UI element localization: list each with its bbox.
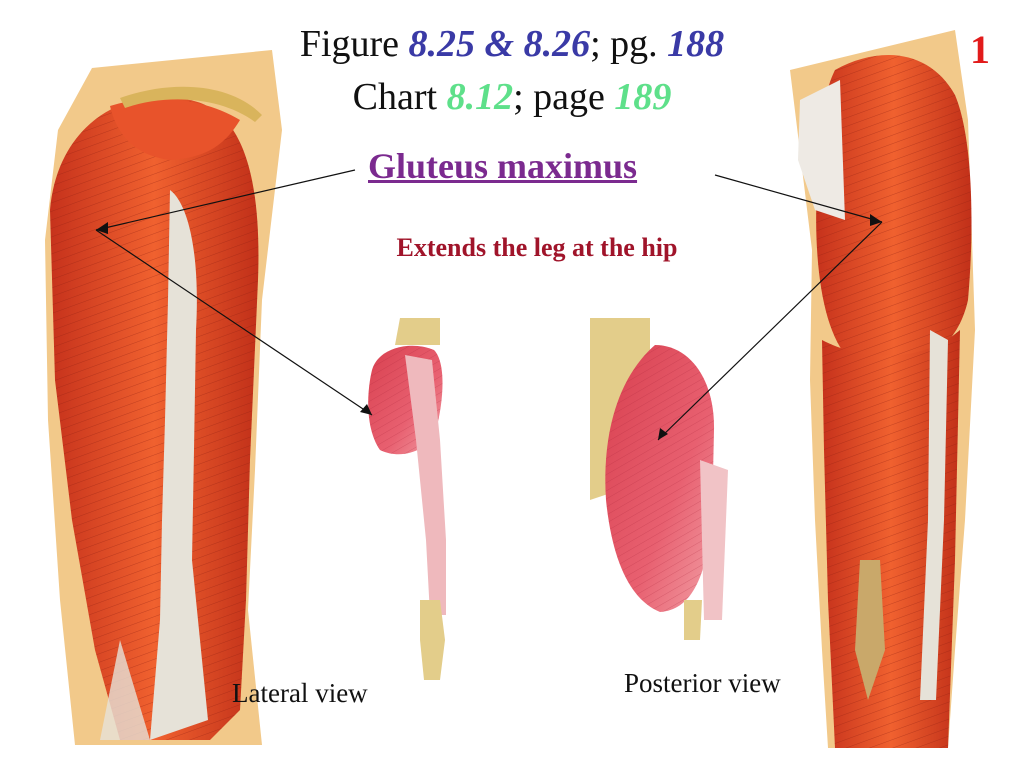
small-lateral-illustration — [368, 318, 446, 680]
leader-lines — [95, 169, 883, 441]
arrowheads — [96, 214, 882, 440]
chart-page: 189 — [614, 76, 672, 118]
caption-posterior-view: Posterior view — [624, 668, 781, 698]
small-posterior-illustration — [590, 318, 728, 640]
chart-ref: 8.12 — [446, 76, 514, 118]
figure-page: 188 — [667, 23, 725, 65]
muscle-title: Gluteus maximus — [368, 146, 638, 186]
right-thigh-illustration — [790, 30, 975, 748]
figure-refs: 8.25 & 8.26 — [408, 23, 591, 65]
figure-prefix: Figure — [299, 23, 409, 65]
chart-reference: Chart 8.12; page 189 — [0, 75, 1024, 119]
chart-sep: ; page — [513, 76, 615, 118]
figure-sep: ; pg. — [590, 23, 668, 65]
slide-number: 1 — [970, 27, 990, 72]
left-thigh-illustration — [45, 50, 282, 745]
chart-prefix: Chart — [352, 76, 447, 118]
caption-lateral-view: Lateral view — [232, 678, 368, 708]
muscle-function: Extends the leg at the hip — [396, 233, 678, 262]
figure-reference: Figure 8.25 & 8.26; pg. 188 — [0, 22, 1024, 66]
